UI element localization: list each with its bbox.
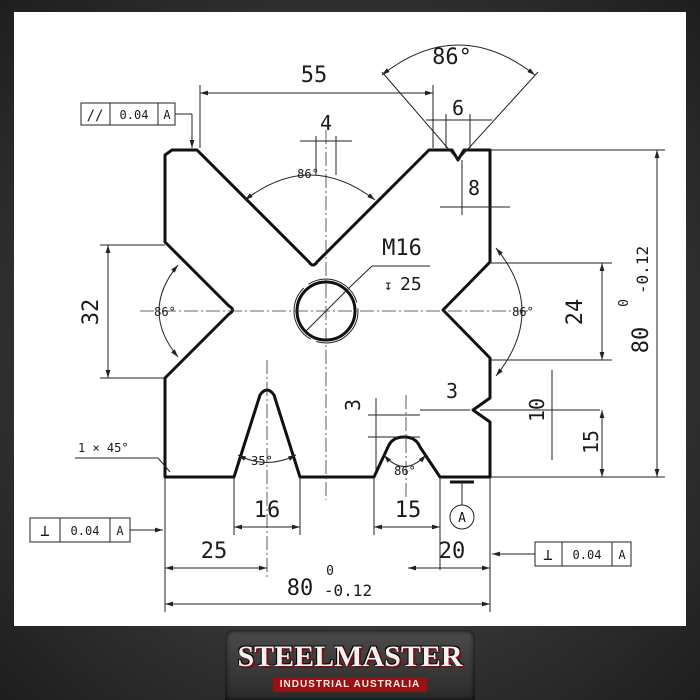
angle-arc-35	[237, 454, 297, 463]
perp-symbol-left: ⊥	[40, 521, 50, 540]
thread-depth: 25	[400, 274, 422, 295]
dim-35: 35°	[251, 454, 273, 468]
dim-3-right: 3	[446, 379, 458, 403]
dim-86-left: 86°	[154, 305, 176, 319]
angle-arc-86-inner	[244, 174, 376, 201]
dim-8: 8	[468, 176, 480, 200]
dim-3-left: 3	[341, 399, 365, 411]
technical-drawing: 55 86° 6 4 8 86° M16 ↧ 25 32 86° 86° 24 …	[29, 44, 665, 612]
dim-86-top: 86°	[432, 45, 472, 70]
datum-circle	[449, 504, 475, 530]
dim-55: 55	[301, 63, 328, 88]
perp-tolerance-frame-right	[534, 541, 632, 567]
dim-20: 20	[439, 539, 466, 564]
angle-arc-86-left	[158, 264, 179, 358]
dim-25: 25	[201, 539, 228, 564]
dim-86-right: 86°	[512, 305, 534, 319]
perp-value-left: 0.04	[71, 524, 100, 538]
dim-15-right: 15	[579, 430, 603, 454]
hole-leader	[305, 286, 351, 332]
dim-86-bottom: 86°	[394, 464, 416, 478]
angle-arc-86-bottom	[383, 454, 427, 467]
thread-size: M16	[382, 236, 422, 261]
parallel-datum: A	[163, 108, 171, 122]
parallel-symbol: //	[87, 108, 104, 124]
angle-arc-86-top	[381, 44, 536, 76]
datum-label: A	[458, 511, 466, 526]
perp-value-right: 0.04	[573, 548, 602, 562]
dim-80-width-lower-tol: -0.12	[324, 581, 372, 600]
dim-24: 24	[563, 299, 588, 326]
drawing-sheet: 55 86° 6 4 8 86° M16 ↧ 25 32 86° 86° 24 …	[14, 12, 686, 626]
dim-80-width-upper-tol: 0	[326, 564, 334, 579]
dim-6: 6	[452, 96, 464, 120]
chamfer-leader	[157, 457, 171, 473]
logo-tagline: INDUSTRIAL AUSTRALIA	[273, 678, 427, 692]
dim-86-inner: 86°	[297, 167, 319, 181]
perp-datum-left: A	[116, 524, 124, 538]
parallel-value: 0.04	[120, 108, 149, 122]
chamfer-note: 1 × 45°	[78, 441, 129, 455]
dim-16: 16	[254, 498, 281, 523]
angle-leg-left	[381, 71, 459, 161]
dim-80-height-lower-tol: -0.12	[633, 246, 652, 294]
perp-tolerance-frame-left	[29, 517, 131, 543]
dim-4: 4	[320, 111, 332, 135]
die-block-outline	[163, 148, 492, 479]
dim-80-height-upper-tol: 0	[617, 299, 632, 307]
dim-32: 32	[79, 299, 104, 326]
logo-brand-name: STEELMASTER	[237, 640, 463, 673]
dim-10: 10	[525, 398, 549, 422]
steelmaster-logo: STEELMASTER INDUSTRIAL AUSTRALIA	[225, 630, 475, 700]
depth-symbol: ↧	[384, 278, 392, 294]
dim-80-height: 80	[629, 327, 654, 354]
dim-15-bottom: 15	[395, 498, 422, 523]
perp-datum-right: A	[618, 548, 626, 562]
angle-leg-right	[457, 71, 539, 161]
dim-80-width: 80	[287, 576, 314, 601]
perp-symbol-right: ⊥	[543, 545, 553, 564]
thread-leader	[349, 265, 373, 288]
